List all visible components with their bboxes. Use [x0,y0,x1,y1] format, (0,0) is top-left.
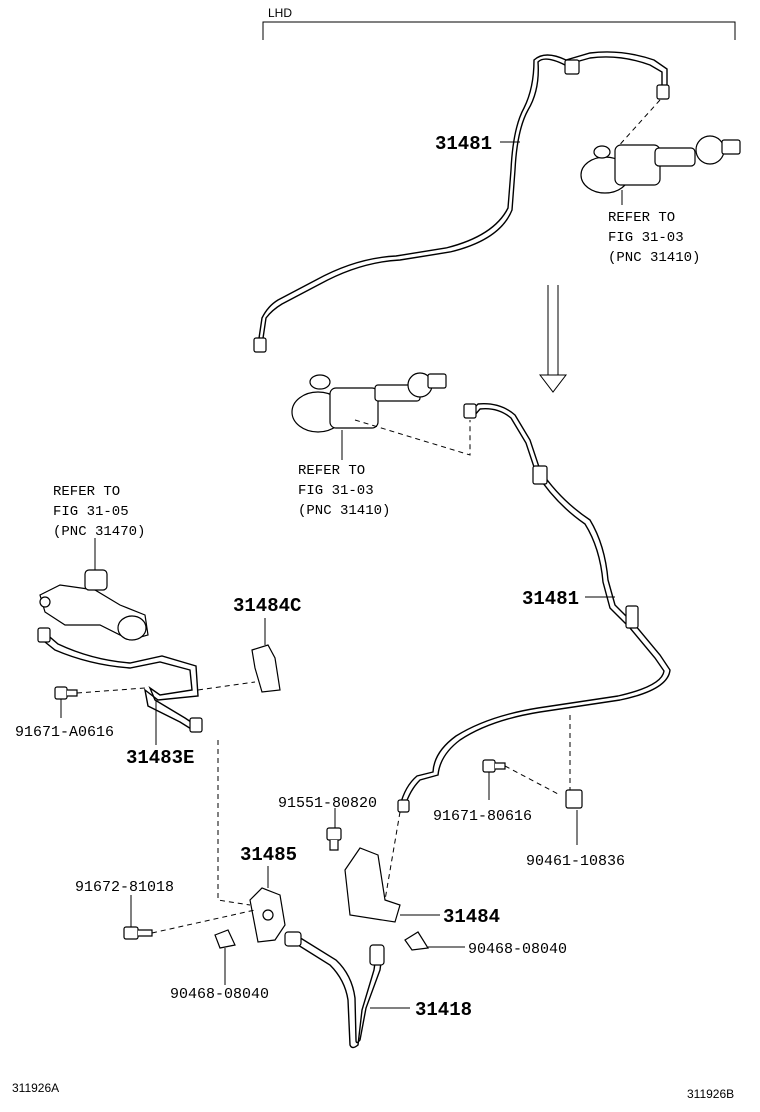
upper-pipe-31481 [253,51,670,353]
part-number-91671-80616: 91671-80616 [433,808,532,825]
figure-code-right: 311926B [687,1087,734,1101]
refer-upper-line3: (PNC 31410) [608,250,700,266]
part-number-31481-lower: 31481 [522,588,579,610]
bracket-31485 [217,740,286,943]
refer-upper-line1: REFER TO [608,210,675,226]
clip-lower-2 [625,605,639,629]
figure-code-left: 311926A [12,1081,59,1095]
part-number-31484: 31484 [443,906,500,928]
flare-nut-lower-top [463,403,477,419]
flare-nut-upper [656,84,670,100]
bolt-91672 [123,895,256,940]
clip-90461 [565,715,583,845]
pipe-31483E [37,627,256,745]
hose-31418 [284,931,410,1049]
refer-lower-line3: (PNC 31410) [298,503,390,519]
arrow-down-icon [538,285,568,393]
part-number-31485: 31485 [240,844,297,866]
flare-nut-lower-bottom [397,799,410,813]
part-number-31484C: 31484C [233,595,301,617]
refer-release-line1: REFER TO [53,484,120,500]
bolt-91551 [326,808,401,901]
master-cylinder-upper [580,135,741,194]
clip-lower-1 [532,465,548,485]
refer-lower-line1: REFER TO [298,463,365,479]
lhd-bracket: LHD [262,6,736,40]
part-number-90468-left: 90468-08040 [170,986,269,1003]
bracket-31484 [344,847,440,923]
part-number-31418: 31418 [415,999,472,1021]
part-number-91672: 91672-81018 [75,879,174,896]
bolt-91671-80616 [482,759,561,800]
master-cylinder-lower [291,372,471,456]
part-number-91551: 91551-80820 [278,795,377,812]
part-number-31481-upper: 31481 [435,133,492,155]
bracket-31484C [251,618,281,693]
part-number-90461: 90461-10836 [526,853,625,870]
part-number-31483E: 31483E [126,747,194,769]
release-cylinder [39,538,149,641]
refer-release-line2: FIG 31-05 [53,504,129,520]
lhd-label: LHD [268,6,292,20]
clip-90468-right [404,931,465,951]
part-number-91671-A0616: 91671-A0616 [15,724,114,741]
clip-upper [564,59,580,75]
lower-pipe-31481 [397,403,671,813]
clip-90468-left [214,929,236,985]
flare-nut-lower [253,337,267,353]
bolt-91671-A0616 [54,686,146,718]
part-number-90468-right: 90468-08040 [468,941,567,958]
refer-upper-line2: FIG 31-03 [608,230,684,246]
refer-lower-line2: FIG 31-03 [298,483,374,499]
refer-release-line3: (PNC 31470) [53,524,145,540]
